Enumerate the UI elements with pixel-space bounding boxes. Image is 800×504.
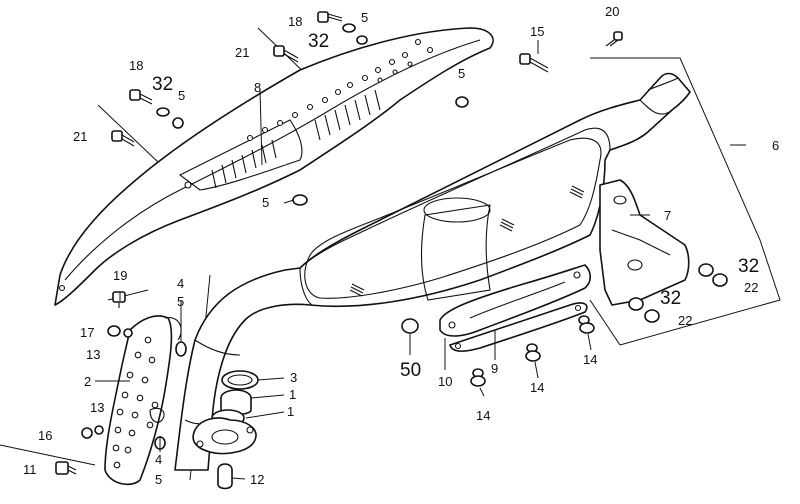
callout-3: 3 [290,370,297,385]
callout-5: 5 [155,472,162,487]
callout-1: 1 [289,387,296,402]
nut-icon [644,309,660,323]
callout-19: 19 [113,268,127,283]
callout-14: 14 [530,380,544,395]
heat-shield-upper [54,27,494,306]
callout-11: 11 [23,462,37,477]
callout-14: 14 [583,352,597,367]
muffler-stay [439,264,592,352]
fasteners [55,11,728,475]
screw-icon [107,325,121,337]
washer-icon [698,263,714,277]
callout-4: 4 [155,452,162,467]
callout-14: 14 [476,408,490,423]
callout-22: 22 [744,280,758,295]
nut-icon [525,343,541,362]
callout-17: 17 [80,325,94,340]
callout-10: 10 [438,374,452,389]
exhaust-joint [192,370,259,490]
callout-7: 7 [664,208,671,223]
bolt-icon [111,130,135,147]
callout-16: 16 [38,428,52,443]
screw-icon [605,31,623,47]
nut-icon [175,341,187,357]
washer-icon [628,297,644,311]
nut-icon [172,117,184,129]
nut-icon [578,315,595,334]
heat-shield-holes [58,38,434,292]
callout-2: 2 [84,374,91,389]
callout-5: 5 [177,294,184,309]
callout-5: 5 [262,195,269,210]
leader-lines [95,40,746,480]
muffler-assembly [174,72,691,471]
nut-icon [356,35,368,45]
callout-13: 13 [86,347,100,362]
callout-32: 32 [738,256,759,277]
washer-icon [342,23,356,33]
callout-6: 6 [772,138,779,153]
protector-holes [112,336,159,469]
muffler-bracket [599,179,690,306]
callout-20: 20 [605,4,619,19]
callout-21: 21 [73,129,87,144]
callout-32: 32 [152,74,173,95]
callout-4: 4 [177,276,184,291]
callout-18: 18 [288,14,302,29]
washer-icon [156,107,170,117]
callout-5: 5 [178,88,185,103]
callout-labels: 18 32 5 21 8 18 32 5 21 15 20 5 6 5 7 32… [23,4,779,487]
nut-icon [455,96,469,108]
callout-21: 21 [235,45,249,60]
bolt-icon [273,45,299,63]
nut-icon [712,273,728,287]
washer-icon [123,328,133,338]
callout-13: 13 [90,400,104,415]
callout-22: 22 [678,313,692,328]
bolt-icon [129,89,153,105]
callout-8: 8 [254,80,261,95]
nut-icon [401,318,419,334]
muffler-studs [349,185,585,297]
callout-12: 12 [250,472,264,487]
bolt-icon [112,291,126,308]
callout-1: 1 [287,404,294,419]
callout-5: 5 [361,10,368,25]
washer-icon [94,425,104,435]
callout-32: 32 [660,288,681,309]
callout-5: 5 [458,66,465,81]
callout-9: 9 [491,361,498,376]
callout-18: 18 [129,58,143,73]
nut-icon [292,194,308,206]
bolt-icon [55,461,77,475]
callout-50: 50 [400,360,421,381]
heat-shield-slots [211,89,381,189]
callout-32: 32 [308,31,329,52]
screw-icon [81,427,93,439]
nut-icon [470,368,486,387]
bolt-icon [317,11,343,23]
bolt-icon [519,53,549,73]
callout-15: 15 [530,24,544,39]
front-protector [104,315,182,486]
